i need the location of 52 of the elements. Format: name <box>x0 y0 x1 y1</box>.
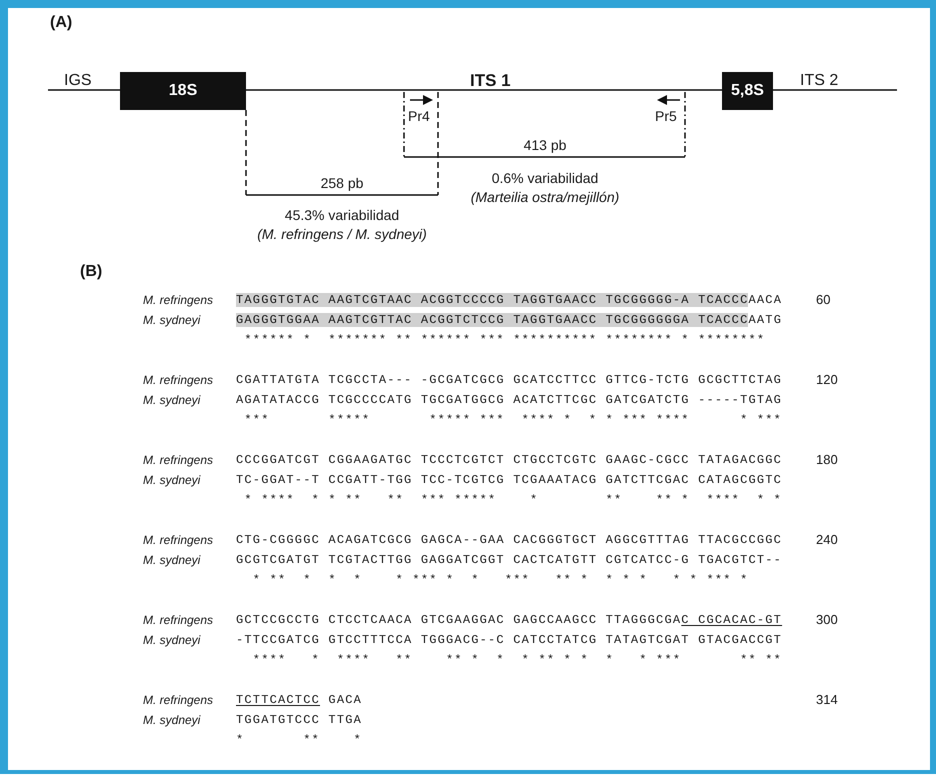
conservation-marks: * ** * * * * *** * * *** ** * * * * * * *** * <box>252 572 748 589</box>
sequence-text: AGATATACCG TCGCCCCATG TGCGATGGCG ACATCTTCGC GATCGATCTG -----TGTAG <box>236 392 782 409</box>
conservation-marks: **** * **** ** ** * * * ** * * * * *** ** ** <box>252 652 782 669</box>
sequence-text: CCCGGATCGT CGGAAGATGC TCCCTCGTCT CTGCCTCGTC GAAGC-CGCC TATAGACGGC <box>236 452 782 469</box>
species-name: M. sydneyi <box>143 712 202 729</box>
length-label: 258 pb <box>320 174 364 193</box>
position-number: 180 <box>816 451 838 469</box>
panel-label: (A) <box>50 13 72 33</box>
species-name: M. refringens <box>143 452 214 469</box>
species-label: (Marteilia ostra/mejillón) <box>470 188 620 207</box>
conservation-marks: ****** * ******* ** ****** *** ********** ******** * ******** <box>243 332 766 349</box>
species-name: M. sydneyi <box>143 472 202 489</box>
species-name: M. sydneyi <box>143 552 202 569</box>
species-label: (M. refringens / M. sydneyi) <box>257 225 427 244</box>
primer-label: Pr4 <box>408 107 430 126</box>
position-number: 314 <box>816 691 838 709</box>
variability-label: 0.6% variabilidad <box>492 169 598 188</box>
sequence-text: TAGGGTGTAC AAGTCGTAAC ACGGTCCCCG TAGGTGAACC TGCGGGGG-A TCACCCAACA <box>236 292 782 309</box>
primer-label: Pr5 <box>655 107 677 126</box>
length-label: 413 pb <box>524 136 566 155</box>
gene-block: 5,8S <box>722 72 773 110</box>
sequence-text: GCGTCGATGT TCGTACTTGG GAGGATCGGT CACTCATGTT CGTCATCC-G TGACGTCT-- <box>236 552 782 569</box>
sequence-text: CGATTATGTA TCGCCTA--- -GCGATCGCG GCATCCTTCC GTTCG-TCTG GCGCTTCTAG <box>236 372 782 389</box>
species-name: M. refringens <box>143 612 214 629</box>
sequence-text: -TTCCGATCG GTCCTTTCCA TGGGACG--C CATCCTATCG TATAGTCGAT GTACGACCGT <box>236 632 782 649</box>
sequence-text: GAGGGTGGAA AAGTCGTTAC ACGGTCTCCG TAGGTGAACC TGCGGGGGGA TCACCCAATG <box>236 312 782 329</box>
strand-line <box>246 89 722 91</box>
species-name: M. refringens <box>143 692 214 709</box>
sequence-text: TC-GGAT--T CCGATT-TGG TCC-TCGTCG TCGAAATACG GATCTTCGAC CATAGCGGTC <box>236 472 782 489</box>
species-name: M. refringens <box>143 372 214 389</box>
position-number: 60 <box>816 291 830 309</box>
position-number: 240 <box>816 531 838 549</box>
gene-block: 18S <box>120 72 246 110</box>
region-label: ITS 1 <box>470 70 511 92</box>
species-name: M. refringens <box>143 292 214 309</box>
sequence-text: TCTTCACTCC GACA <box>236 692 362 709</box>
conservation-marks: *** ***** ***** *** **** * * * *** **** * *** <box>243 412 782 429</box>
panel-label: (B) <box>80 262 102 282</box>
conservation-marks: * **** * * ** ** *** ***** * ** ** * **** * * <box>243 492 782 509</box>
sequence-text: GCTCCGCCTG CTCCTCAACA GTCGAAGGAC GAGCCAAGCC TTAGGGCGAC CGCACAC-GT <box>236 612 782 629</box>
position-number: 120 <box>816 371 838 389</box>
species-name: M. sydneyi <box>143 392 202 409</box>
species-name: M. sydneyi <box>143 632 202 649</box>
species-name: M. refringens <box>143 532 214 549</box>
region-label: ITS 2 <box>800 71 838 91</box>
position-number: 300 <box>816 611 838 629</box>
sequence-text: CTG-CGGGGC ACAGATCGCG GAGCA--GAA CACGGGTGCT AGGCGTTTAG TTACGCCGGC <box>236 532 782 549</box>
sequence-text: TGGATGTCCC TTGA <box>236 712 362 729</box>
species-name: M. sydneyi <box>143 312 202 329</box>
region-label: IGS <box>64 71 92 91</box>
variability-label: 45.3% variabilidad <box>284 206 400 225</box>
conservation-marks: * ** * <box>236 732 362 749</box>
